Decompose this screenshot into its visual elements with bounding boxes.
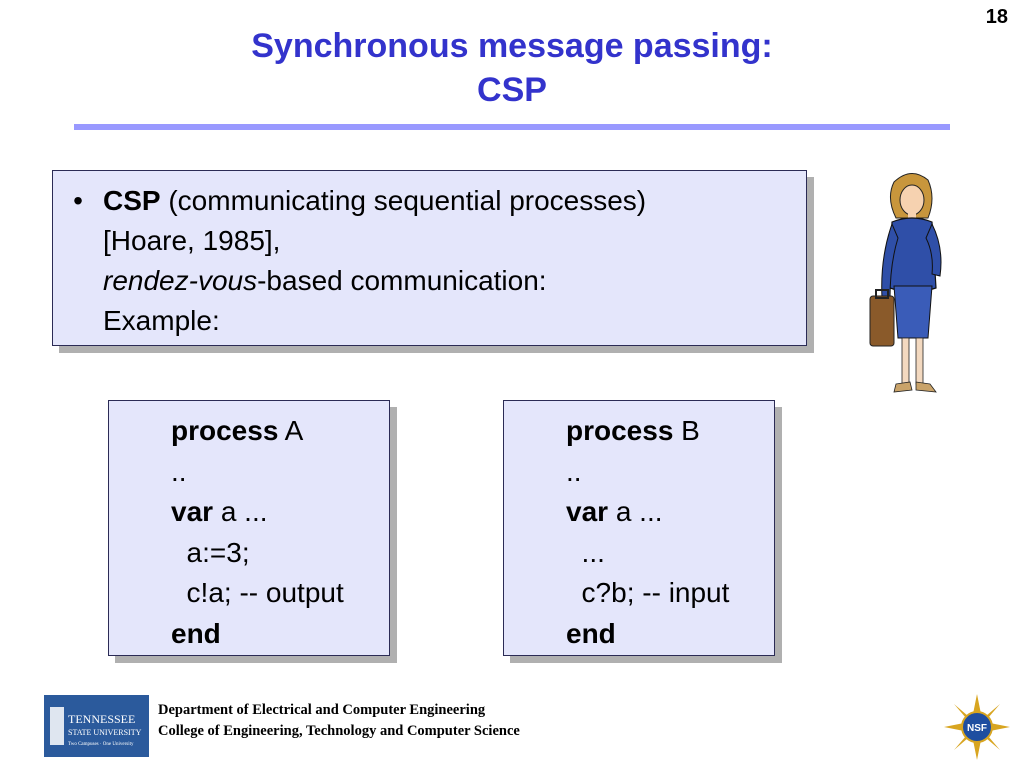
process-a-line-1: process A	[171, 415, 304, 446]
process-a-line-5: c!a; -- output	[171, 577, 344, 608]
tsu-logo-line-2: STATE UNIVERSITY	[68, 728, 142, 737]
csp-description-box: • CSP (communicating sequential processe…	[52, 170, 807, 346]
slide-number: 18	[985, 6, 1008, 28]
process-a-box: process A .. var a ... a:=3; c!a; -- out…	[108, 400, 390, 656]
bullet-line-3: rendez-vous-based communication:	[103, 265, 547, 296]
nsf-logo: NSF	[944, 694, 1010, 760]
tsu-logo-line-1: TENNESSEE	[68, 712, 135, 726]
bullet-line-2: [Hoare, 1985],	[103, 225, 281, 256]
process-a-line-4: a:=3;	[171, 536, 250, 568]
bullet-marker: •	[73, 185, 83, 216]
process-b-line-4: ...	[566, 536, 605, 568]
footer-department: Department of Electrical and Computer En…	[158, 702, 486, 718]
footer-text: Department of Electrical and Computer En…	[158, 700, 520, 742]
csp-term: CSP	[103, 185, 161, 216]
slide-title: Synchronous message passing: CSP	[0, 24, 1024, 112]
process-b-box: process B .. var a ... ... c?b; -- input…	[503, 400, 775, 656]
title-line-1: Synchronous message passing:	[251, 27, 773, 65]
bullet-line-1: CSP (communicating sequential processes)	[103, 181, 806, 221]
footer-college: College of Engineering, Technology and C…	[158, 723, 520, 739]
process-b-line-6: end	[566, 617, 616, 649]
title-line-2: CSP	[477, 71, 547, 109]
process-a-line-3: var a ...	[171, 496, 268, 527]
process-b-line-5: c?b; -- input	[566, 577, 730, 608]
bullet-line-4: Example:	[103, 305, 220, 336]
process-b-line-1: process B	[566, 415, 700, 446]
process-b-line-3: var a ...	[566, 496, 663, 527]
nsf-logo-text: NSF	[967, 723, 987, 734]
bullet-text: CSP (communicating sequential processes)…	[103, 181, 806, 341]
rendez-vous-term: rendez-vous	[103, 265, 258, 296]
tsu-logo-line-3: Two Campuses · One University	[68, 742, 134, 747]
bullet-item: • CSP (communicating sequential processe…	[53, 181, 806, 341]
process-a-line-6: end	[171, 617, 221, 649]
csp-expansion: (communicating sequential processes)	[160, 185, 647, 216]
tsu-logo: TENNESSEE STATE UNIVERSITY Two Campuses …	[44, 695, 149, 757]
title-divider	[74, 124, 950, 130]
process-b-line-2: ..	[566, 455, 582, 487]
businesswoman-illustration	[869, 173, 942, 393]
process-a-line-2: ..	[171, 455, 187, 487]
